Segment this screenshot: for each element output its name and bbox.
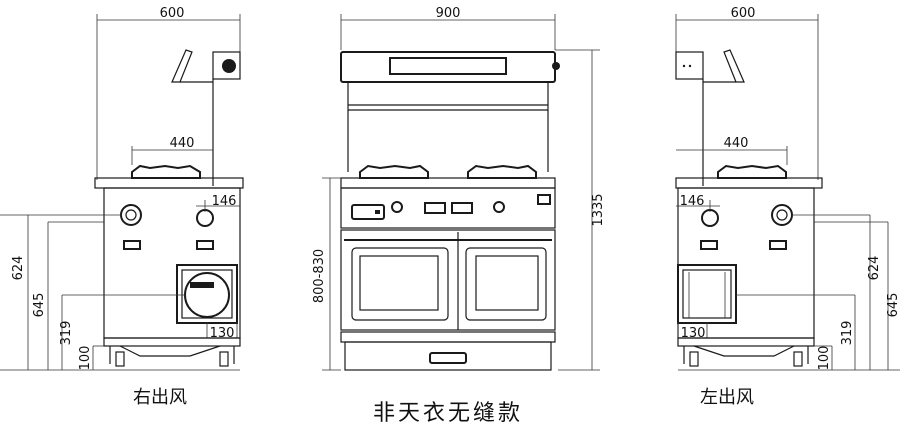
hood-box bbox=[212, 51, 241, 80]
side-vent bbox=[677, 264, 737, 324]
right-h100-dim: 100 bbox=[78, 346, 93, 371]
knob-icon bbox=[120, 204, 142, 226]
right-h319-dim: 319 bbox=[59, 321, 74, 346]
knob-icon bbox=[701, 209, 719, 227]
indicator-icon bbox=[537, 194, 551, 205]
page-title: 非天衣无缝款 bbox=[373, 401, 523, 426]
burner-grate bbox=[131, 164, 201, 179]
oven-door-right bbox=[465, 247, 547, 321]
countertop bbox=[340, 177, 556, 189]
front-view: 900 1335 bbox=[312, 6, 606, 426]
burner-grate bbox=[717, 164, 787, 179]
countertop bbox=[675, 177, 823, 189]
hood-box bbox=[675, 51, 704, 80]
right-outlet-side-view: 600 440 146 130 bbox=[0, 6, 244, 408]
control-panel bbox=[340, 187, 556, 229]
switch-icon bbox=[424, 202, 446, 214]
fan-icon bbox=[184, 272, 230, 318]
right-h624-dim: 624 bbox=[11, 256, 26, 281]
hood-display bbox=[389, 57, 507, 75]
countertop bbox=[94, 177, 244, 189]
left-h319-dim: 319 bbox=[840, 321, 855, 346]
switch-icon bbox=[769, 240, 787, 250]
switch-icon bbox=[700, 240, 718, 250]
oven-door-left bbox=[351, 247, 449, 321]
front-counter-dim: 800-830 bbox=[312, 249, 327, 303]
left-depth-dim: 440 bbox=[724, 136, 749, 151]
right-width-dim: 600 bbox=[160, 6, 185, 21]
left-outlet-caption: 左出风 bbox=[700, 387, 754, 408]
right-knob-dim: 146 bbox=[212, 194, 237, 209]
knob-icon bbox=[493, 201, 505, 213]
hood-flap bbox=[171, 49, 193, 83]
switch-icon bbox=[123, 240, 141, 250]
left-h100-dim: 100 bbox=[817, 346, 832, 371]
left-width-dim: 600 bbox=[731, 6, 756, 21]
left-vent-dim: 130 bbox=[681, 326, 706, 341]
display-screen bbox=[351, 204, 385, 220]
burner-grate bbox=[359, 164, 429, 179]
knob-icon bbox=[196, 209, 214, 227]
drawer-handle bbox=[429, 352, 467, 364]
knob-icon bbox=[771, 204, 793, 226]
fan-outlet-icon bbox=[222, 59, 236, 73]
cabinet-body bbox=[677, 187, 815, 339]
right-vent-dim: 130 bbox=[210, 326, 235, 341]
cabinet-body bbox=[103, 187, 241, 339]
right-outlet-caption: 右出风 bbox=[133, 387, 187, 408]
burner-grate bbox=[467, 164, 537, 179]
front-height-dim: 1335 bbox=[591, 193, 606, 226]
knob-icon bbox=[391, 201, 403, 213]
left-h624-dim: 624 bbox=[867, 256, 882, 281]
hood-flap bbox=[723, 49, 745, 83]
left-h645-dim: 645 bbox=[886, 293, 900, 318]
oven-body bbox=[340, 229, 556, 331]
right-h645-dim: 645 bbox=[32, 293, 47, 318]
switch-icon bbox=[196, 240, 214, 250]
switch-icon bbox=[451, 202, 473, 214]
plinth bbox=[344, 341, 552, 371]
left-knob-dim: 146 bbox=[680, 194, 705, 209]
left-outlet-side-view: 600 440 146 130 bbox=[675, 6, 900, 408]
hood-panel bbox=[340, 51, 556, 83]
right-depth-dim: 440 bbox=[170, 136, 195, 151]
front-width-dim: 900 bbox=[436, 6, 461, 21]
